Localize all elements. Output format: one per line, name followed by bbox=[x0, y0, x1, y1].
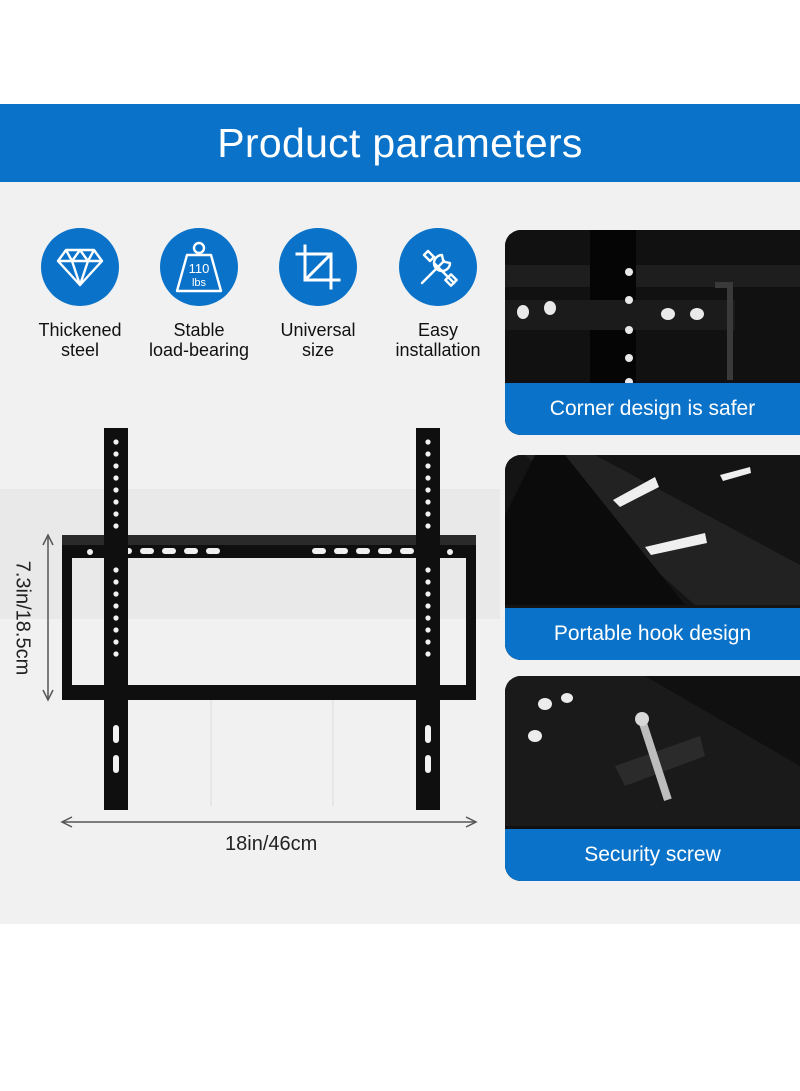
feature-universal-size: Universal size bbox=[258, 228, 378, 360]
detail-card-corner: Corner design is safer bbox=[505, 230, 800, 435]
feature-easy-installation: Easy installation bbox=[378, 228, 498, 360]
diamond-icon bbox=[41, 228, 119, 306]
detail-card-hook: Portable hook design bbox=[505, 455, 800, 660]
feature-label: Thickened steel bbox=[38, 320, 122, 360]
feature-label: Easy installation bbox=[395, 320, 481, 360]
weight-unit: lbs bbox=[192, 277, 207, 289]
detail-caption: Portable hook design bbox=[505, 608, 800, 660]
weight-icon: 110 lbs bbox=[160, 228, 238, 306]
detail-card-screw: Security screw bbox=[505, 676, 800, 881]
feature-load-bearing: 110 lbs Stable load-bearing bbox=[139, 228, 259, 360]
crop-icon bbox=[279, 228, 357, 306]
tools-icon bbox=[399, 228, 477, 306]
page-title: Product parameters bbox=[0, 104, 800, 182]
tv-bracket-illustration bbox=[42, 428, 478, 828]
feature-label: Stable load-bearing bbox=[148, 320, 250, 360]
feature-thickened-steel: Thickened steel bbox=[20, 228, 140, 360]
right-vertical-arm bbox=[416, 428, 440, 810]
feature-label: Universal size bbox=[280, 320, 356, 360]
detail-caption: Corner design is safer bbox=[505, 383, 800, 435]
height-dimension-label: 7.3in/18.5cm bbox=[11, 560, 34, 676]
weight-value: 110 bbox=[189, 261, 210, 276]
width-dimension-label: 18in/46cm bbox=[225, 833, 318, 855]
left-vertical-arm bbox=[104, 428, 128, 810]
detail-caption: Security screw bbox=[505, 829, 800, 881]
